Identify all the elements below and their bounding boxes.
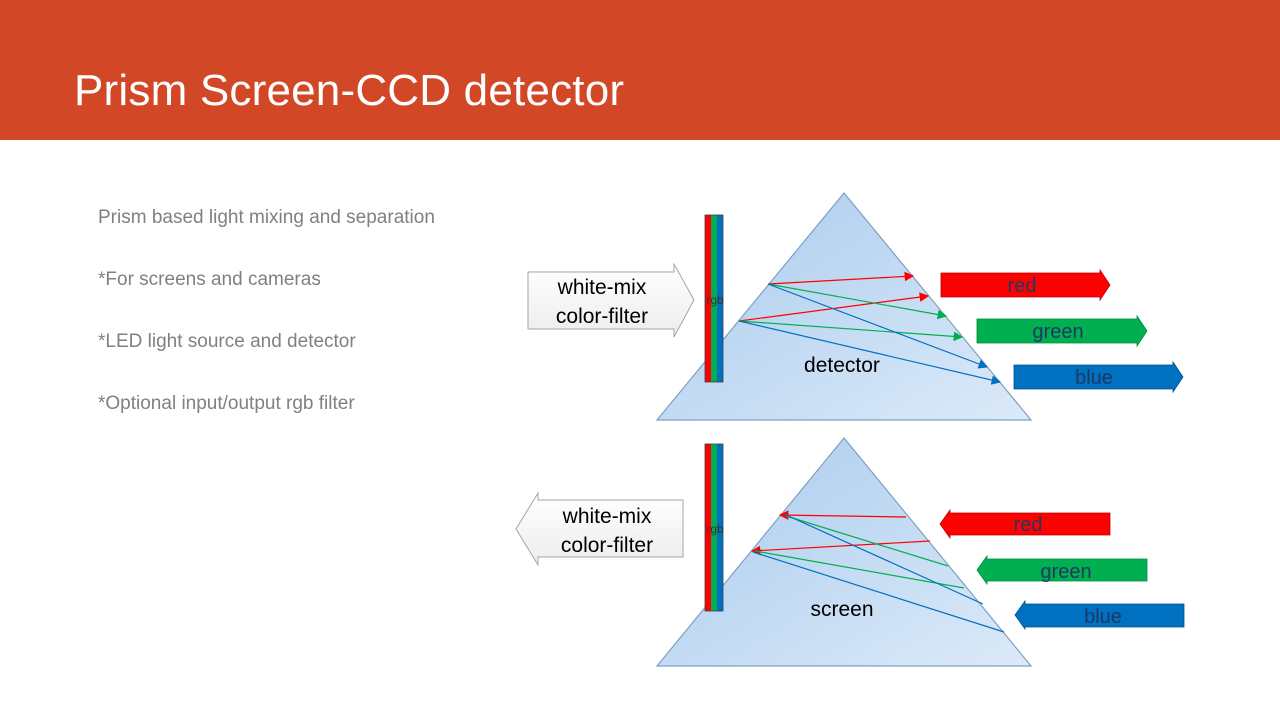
detector-rays: [738, 271, 1002, 385]
output-arrow-label-line1: white-mix: [562, 505, 652, 528]
input-blue-label: blue: [1084, 606, 1122, 628]
input-blue-arrow: [1014, 599, 1185, 631]
rgb-filter-bottom: [704, 443, 724, 612]
output-green-label: green: [1032, 321, 1083, 343]
input-red-arrow: [939, 508, 1111, 540]
input-red-label: red: [1014, 514, 1043, 536]
input-green-arrow: [976, 554, 1148, 586]
rgb-filter-label-bottom: rgb: [706, 522, 724, 536]
screen-rays: [750, 510, 1005, 633]
screen-label: screen: [810, 598, 873, 621]
bullet-list: Prism based light mixing and separation …: [98, 206, 435, 454]
detector-label: detector: [804, 354, 880, 377]
input-arrow-label-line1: white-mix: [557, 276, 647, 299]
bullet-item: *For screens and cameras: [98, 269, 321, 290]
rgb-filter-label-top: rgb: [706, 293, 724, 307]
input-green-label: green: [1040, 561, 1091, 583]
input-arrow-label-line2: color-filter: [556, 305, 648, 328]
output-arrow-label-line2: color-filter: [561, 534, 653, 557]
bullet-item: *LED light source and detector: [98, 331, 356, 352]
title-banner: [0, 0, 1280, 140]
output-blue-label: blue: [1075, 367, 1113, 389]
rgb-filter-top: [704, 214, 724, 383]
screen-prism: [655, 437, 1033, 667]
input-white-mix-arrow: [527, 262, 695, 338]
slide-title: Prism Screen-CCD detector: [74, 66, 625, 115]
bullet-item: Prism based light mixing and separation: [98, 207, 435, 228]
bullet-item: *Optional input/output rgb filter: [98, 393, 355, 414]
output-red-arrow: [940, 268, 1111, 302]
output-green-arrow: [976, 314, 1148, 348]
output-blue-arrow: [1013, 360, 1184, 394]
output-red-label: red: [1008, 275, 1037, 297]
detector-prism: [655, 192, 1033, 421]
output-white-mix-arrow: [515, 491, 684, 567]
